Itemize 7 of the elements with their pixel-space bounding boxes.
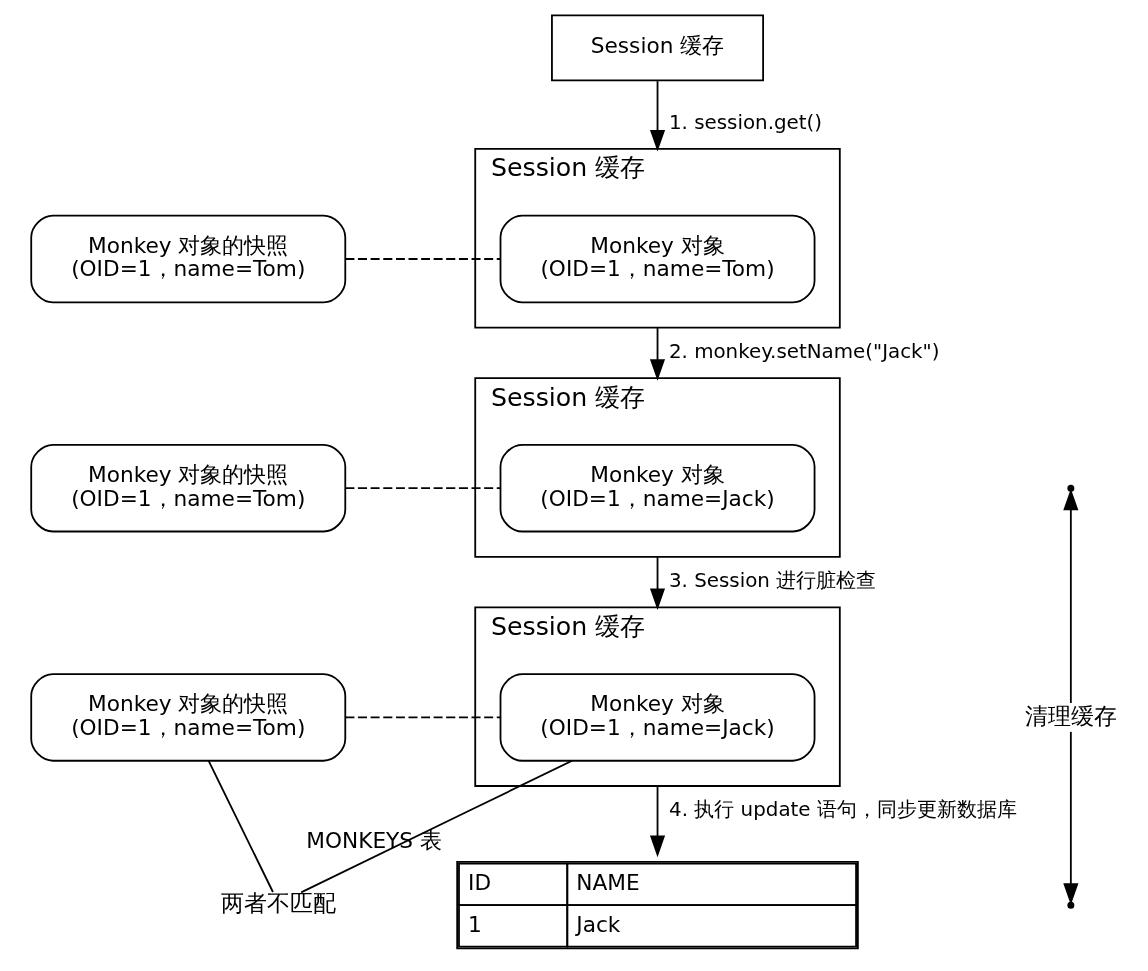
edge-label: 2. monkey.setName("Jack")	[668, 339, 939, 363]
node-text: 两者不匹配	[220, 889, 336, 918]
edge-label: 4. 执行 update 语句，同步更新数据库	[668, 798, 1017, 822]
node-text: 清理缓存	[1024, 701, 1117, 730]
edge-label: 1. session.get()	[668, 110, 822, 134]
node-label: MONKEYS 表	[305, 828, 442, 854]
edge-label: 3. Session 进行脏检查	[668, 569, 876, 593]
